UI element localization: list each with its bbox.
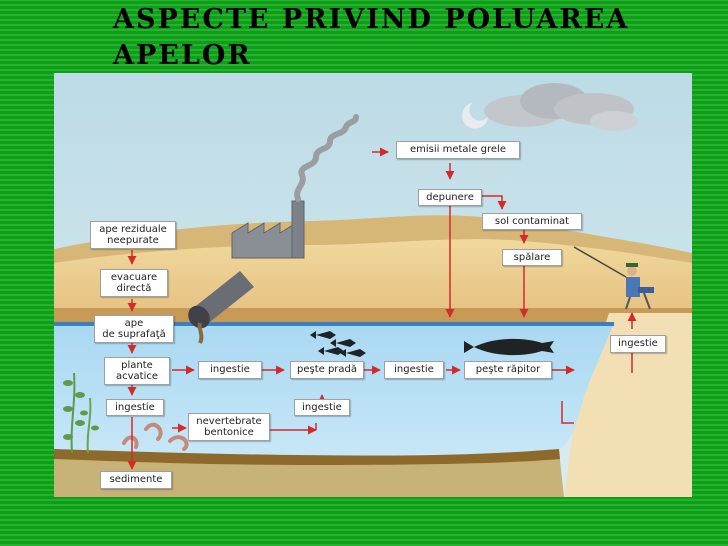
label-ingestie-1: ingestie — [198, 361, 262, 379]
label-evacuare: evacuare directă — [100, 269, 168, 297]
label-sol-contaminat: sol contaminat — [482, 213, 582, 230]
label-peste-rapitor: peşte răpitor — [464, 361, 552, 379]
diagram-panel: emisii metale grele depunere sol contami… — [54, 73, 692, 497]
label-plante-line1: plante — [121, 360, 153, 371]
label-ingestie-benthic: ingestie — [294, 399, 350, 416]
label-ape-suprafata: ape de suprafaţă — [94, 315, 174, 343]
slide-title: ASPECTE PRIVIND POLUAREA APELOR — [113, 2, 673, 74]
label-nevertebrate-line1: nevertebrate — [196, 416, 262, 427]
label-ingestie-plants: ingestie — [106, 399, 164, 416]
label-ape-reziduale-line2: neepurate — [107, 235, 159, 246]
label-plante-line2: acvatice — [115, 371, 159, 382]
label-ape-reziduale-line1: ape reziduale — [99, 224, 167, 235]
label-sedimente: sedimente — [100, 471, 172, 489]
label-spalare: spălare — [502, 249, 562, 266]
pollution-scene — [54, 73, 692, 497]
fish-school-icon — [310, 331, 366, 357]
label-nevertebrate-line2: bentonice — [204, 427, 254, 438]
label-evacuare-line2: directă — [116, 283, 152, 294]
label-nevertebrate: nevertebrate bentonice — [188, 413, 270, 441]
arrow-depunere-sol — [480, 195, 507, 210]
label-ape-reziduale: ape reziduale neepurate — [90, 221, 176, 249]
label-ape-suprafata-line2: de suprafaţă — [102, 329, 166, 340]
cloud-icon — [484, 83, 638, 131]
factory-icon — [231, 200, 305, 259]
sediment-layer — [54, 449, 560, 465]
worm-icon — [122, 422, 189, 451]
pipe-icon — [188, 271, 254, 344]
label-evacuare-line1: evacuare — [110, 272, 158, 283]
label-emisii: emisii metale grele — [396, 141, 520, 159]
label-ape-suprafata-line1: ape — [124, 318, 144, 329]
label-depunere: depunere — [418, 189, 482, 206]
fisherman-icon — [573, 246, 654, 310]
arrows — [127, 147, 637, 470]
predator-fish-icon — [464, 338, 554, 356]
label-plante-acvatice: plante acvatice — [104, 357, 170, 385]
title-line-1: ASPECTE PRIVIND POLUAREA — [113, 4, 630, 35]
aquatic-plant-icon — [63, 372, 99, 454]
label-peste-prada: peşte pradă — [290, 361, 364, 379]
smoke-plume — [294, 114, 359, 202]
label-ingestie-fisherman: ingestie — [610, 335, 666, 353]
arrow-bank-corner — [561, 401, 574, 424]
label-ingestie-2: ingestie — [384, 361, 444, 379]
water-surface — [54, 322, 614, 326]
moon-icon — [462, 103, 488, 129]
title-line-2: APELOR — [113, 40, 252, 71]
